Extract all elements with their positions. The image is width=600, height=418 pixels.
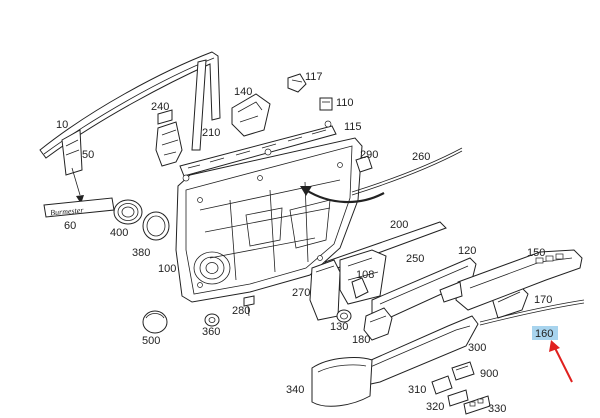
label-260: 260 [412,151,430,163]
badge-text: Burmester [50,205,85,217]
part-115-window-rail [179,120,337,182]
arrow-head [76,195,84,204]
leader-arrow-60 [71,167,81,196]
label-50: 50 [82,149,94,161]
part-380-speaker-ring [142,211,170,241]
label-500: 500 [142,335,160,347]
label-340: 340 [286,384,304,396]
part-110-clip [319,97,333,111]
label-180: 180 [352,334,370,346]
label-160: 160 [535,328,553,340]
label-210: 210 [202,127,220,139]
part-160-trim-line [479,299,585,326]
label-150: 150 [527,247,545,259]
label-310: 310 [408,384,426,396]
label-280: 280 [232,305,250,317]
label-240: 240 [151,101,169,113]
part-340-door-pocket [311,357,373,407]
part-140-handle-mechanism [231,93,271,137]
label-900: 900 [480,368,498,380]
part-900-connector [451,361,475,381]
label-115: 115 [344,121,362,133]
part-117-clip [287,73,307,93]
part-330-switch-panel [463,395,491,415]
label-250: 250 [406,253,424,265]
part-400-speaker-grille [113,199,143,225]
part-310-switch [431,375,453,395]
label-320: 320 [426,401,444,413]
label-200: 200 [390,219,408,231]
assembly-arrow [305,189,385,204]
label-117: 117 [305,71,323,83]
part-500-round-cap [142,310,168,334]
red-pointer-arrow-head [549,340,560,352]
label-400: 400 [110,227,128,239]
label-330: 330 [488,403,506,415]
part-250-panel-piece [339,249,387,305]
part-210-door-bracket [155,109,183,167]
part-270-armrest-block [309,259,341,321]
part-280-fastener [243,295,255,317]
label-130: 130 [330,321,348,333]
label-380: 380 [132,247,150,259]
label-270: 270 [292,287,310,299]
label-108: 108 [356,269,374,281]
label-290: 290 [360,149,378,161]
part-108-fitting [351,277,369,299]
part-320-switch [447,389,469,407]
label-10: 10 [56,119,68,131]
part-150-armrest-controls [439,249,583,311]
label-110: 110 [336,97,354,109]
part-290-clip [355,155,373,173]
label-300: 300 [468,342,486,354]
assembly-arrow-head [300,186,312,196]
part-50-mirror-cover [61,129,83,176]
part-60-speaker-badge: Burmester [43,197,115,218]
label-120: 120 [458,245,476,257]
part-360-fastener [204,313,220,327]
label-100: 100 [158,263,176,275]
highlight-160 [532,326,558,340]
label-170: 170 [534,294,552,306]
red-pointer-arrow [554,347,573,383]
part-180-bracket [363,307,393,341]
part-130-grommet [336,309,352,323]
label-60: 60 [64,220,76,232]
part-10-window-frame [39,51,221,159]
label-360: 360 [202,326,220,338]
label-140: 140 [234,86,252,98]
part-260-cable [351,147,463,196]
